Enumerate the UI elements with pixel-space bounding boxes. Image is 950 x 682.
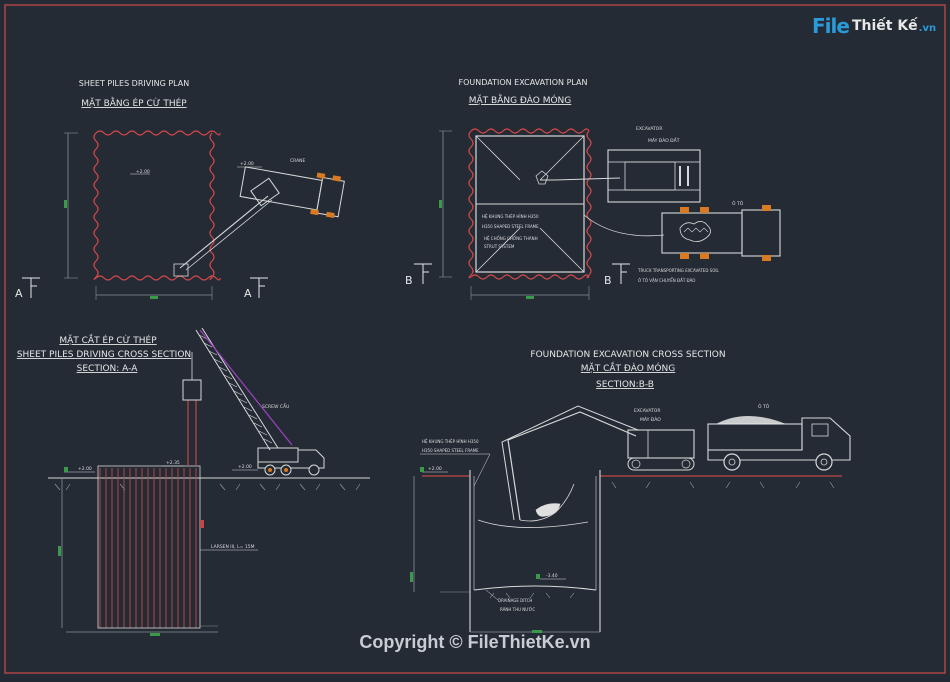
strut-plan-vi: HỆ CHỐNG CHỐNG THÀNH xyxy=(484,236,538,241)
larsen-label: LARSEN III, L= 15M xyxy=(211,544,255,550)
marker-b-left: B xyxy=(405,274,413,287)
sheet-border xyxy=(4,4,946,674)
sec1-elev-right: +2.00 xyxy=(238,464,252,470)
frame-sec-vi: HỆ KHUNG THÉP HÌNH H350 xyxy=(422,439,479,444)
excavation-plan: FOUNDATION EXCAVATION PLAN MẶT BẰNG ĐÀO … xyxy=(405,78,781,300)
excavator-label: EXCAVATOR xyxy=(636,126,662,132)
drainage-vi: RÃNH THU NƯỚC xyxy=(500,607,535,612)
section-a-a: MẶT CẮT ÉP CỪ THÉP SHEET PILES DRIVING C… xyxy=(17,327,370,636)
drainage-en: DRAINAGE DITCH xyxy=(498,598,532,603)
sec2-elev-top: +2.00 xyxy=(428,466,442,472)
crane-sec-label: SCREW CẨU xyxy=(262,402,289,410)
section-b-b: FOUNDATION EXCAVATION CROSS SECTION MẶT … xyxy=(410,350,851,633)
excavator-sec-label: EXCAVATOR xyxy=(634,408,660,414)
plan2-title-vi: MẶT BẰNG ĐÀO MÓNG xyxy=(469,93,572,106)
truck-sec-label: Ô TÔ xyxy=(758,403,770,410)
sec2-elev-bottom: -3.40 xyxy=(546,573,558,579)
logo-part-vn: .vn xyxy=(918,23,937,34)
copyright-watermark: Copyright © FileThietKe.vn xyxy=(359,632,591,652)
marker-b-right: B xyxy=(604,274,612,287)
marker-a-left: A xyxy=(15,287,23,300)
marker-a-right: A xyxy=(244,287,252,300)
sec1-elev-left: +2.00 xyxy=(78,466,92,472)
strut-plan-en: STRUT SYSTEM xyxy=(484,244,515,249)
sec2-title-vi: MẶT CẮT ĐÀO MÓNG xyxy=(581,361,675,374)
frame-plan-en: H350 SHAPED STEEL FRAME xyxy=(482,224,539,229)
plan1-elev: +2.00 xyxy=(136,169,150,175)
sec2-id: SECTION:B-B xyxy=(596,380,654,390)
sec1-elev-top: +2.35 xyxy=(166,460,180,466)
frame-plan-vi: HỆ KHUNG THÉP HÌNH H350 xyxy=(482,214,539,219)
crane-label: CRANE xyxy=(290,158,306,164)
sec1-title-vi: MẶT CẮT ÉP CỪ THÉP xyxy=(59,333,157,346)
truck-transport-en: TRUCK TRANSPORTING EXCAVATED SOIL xyxy=(637,268,720,273)
filethietke-logo: File Thiết Kế .vn xyxy=(812,14,936,38)
logo-part-thietke: Thiết Kế xyxy=(851,18,918,34)
plan1-title-en: SHEET PILES DRIVING PLAN xyxy=(79,79,190,88)
sheet-piles-plan: SHEET PILES DRIVING PLAN MẶT BẰNG ÉP CỪ … xyxy=(15,79,345,300)
frame-sec-en: H350 SHAPED STEEL FRAME xyxy=(422,448,479,453)
plan2-title-en: FOUNDATION EXCAVATION PLAN xyxy=(459,78,588,87)
excavator-sec-vi: MÁY ĐÀO xyxy=(640,416,661,423)
excavator-vi-label: MÁY ĐÀO ĐẤT xyxy=(648,136,680,144)
sec1-id: SECTION: A-A xyxy=(77,364,139,374)
truck-transport-vi: Ô TÔ VẬN CHUYỂN ĐẤT ĐÀO xyxy=(638,278,695,283)
truck-plan-label: Ô TÔ xyxy=(732,200,744,207)
crane-elev: +2.00 xyxy=(240,161,254,167)
logo-part-file: File xyxy=(812,14,850,38)
plan1-title-vi: MẶT BẰNG ÉP CỪ THÉP xyxy=(81,96,187,109)
sec2-title-en: FOUNDATION EXCAVATION CROSS SECTION xyxy=(530,350,725,360)
sec1-title-en: SHEET PILES DRIVING CROSS SECTION xyxy=(17,350,191,360)
